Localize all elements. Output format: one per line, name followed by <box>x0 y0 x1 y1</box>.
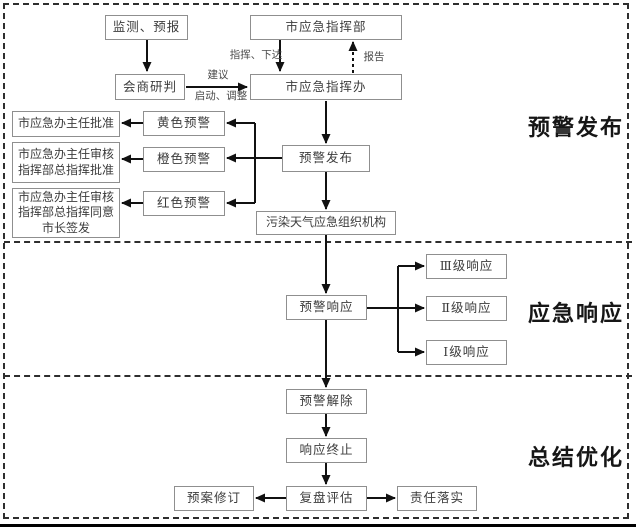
edge-label-report: 报告 <box>363 52 385 63</box>
node-level2-response: Ⅱ级响应 <box>426 296 507 321</box>
node-responsibility-implementation: 责任落实 <box>397 486 477 511</box>
node-approval-orange: 市应急办主任审核 指挥部总指挥批准 <box>12 142 120 183</box>
edge-label-command-issue: 指挥、下达 <box>229 50 283 61</box>
bottom-rule <box>0 524 636 527</box>
node-review-evaluation: 复盘评估 <box>286 486 367 511</box>
node-approval-yellow: 市应急办主任批准 <box>12 111 120 137</box>
node-orange-warning: 橙色预警 <box>143 147 225 172</box>
node-city-command-office: 市应急指挥办 <box>250 74 402 100</box>
section-label-summary-optimization: 总结优化 <box>527 445 624 470</box>
edge-label-start-adjust: 启动、调整 <box>194 91 248 102</box>
edge-label-suggestion: 建议 <box>207 70 229 81</box>
node-warning-release: 预警发布 <box>282 145 370 172</box>
node-warning-lift: 预警解除 <box>286 389 367 414</box>
node-monitor-forecast: 监测、预报 <box>105 15 188 40</box>
node-consultation-judgment: 会商研判 <box>115 74 185 100</box>
section-divider-1 <box>4 241 632 243</box>
node-plan-revision: 预案修订 <box>174 486 254 511</box>
node-yellow-warning: 黄色预警 <box>143 111 225 136</box>
node-level1-response: Ⅰ级响应 <box>426 340 507 365</box>
node-approval-red: 市应急办主任审核 指挥部总指挥同意 市长签发 <box>12 188 120 238</box>
node-city-command-hq: 市应急指挥部 <box>250 15 402 40</box>
node-emergency-org: 污染天气应急组织机构 <box>256 211 396 235</box>
node-warning-response: 预警响应 <box>286 295 367 320</box>
node-red-warning: 红色预警 <box>143 191 225 216</box>
section-divider-2 <box>4 375 632 377</box>
section-label-warning-release: 预警发布 <box>527 115 624 140</box>
node-level3-response: Ⅲ级响应 <box>426 254 507 279</box>
node-response-termination: 响应终止 <box>286 438 367 463</box>
section-label-emergency-response: 应急响应 <box>527 301 624 326</box>
